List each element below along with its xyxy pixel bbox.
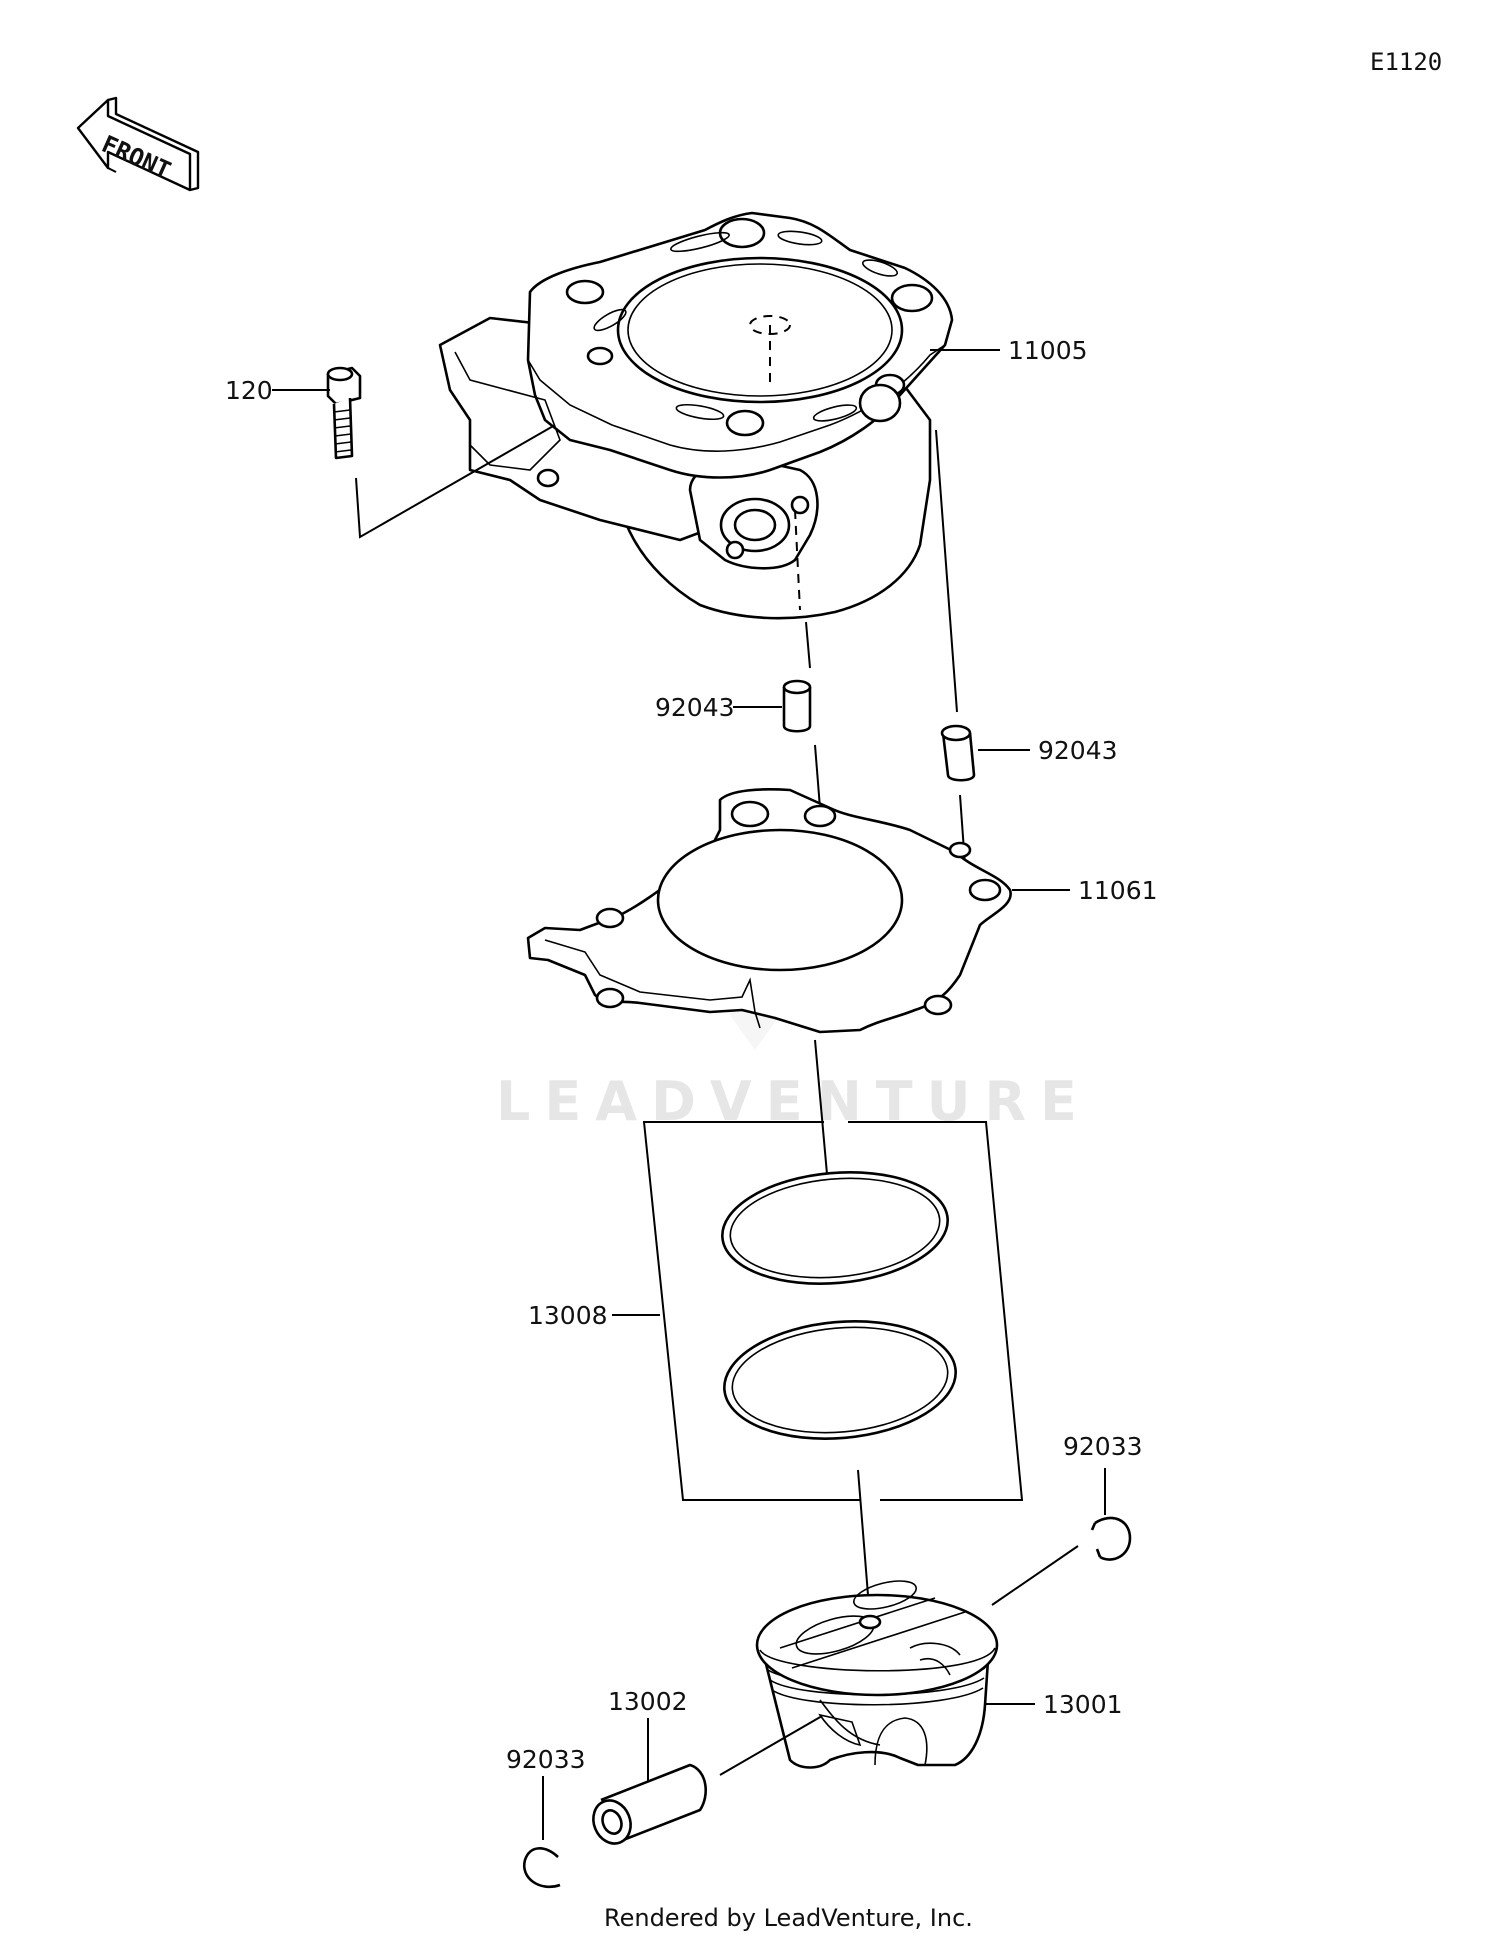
callout-11061[interactable]: 11061: [1078, 876, 1158, 905]
callout-13008[interactable]: 13008: [528, 1301, 608, 1330]
callout-13002[interactable]: 13002: [608, 1687, 688, 1716]
callout-13001[interactable]: 13001: [1043, 1690, 1123, 1719]
dowel-pin-right[interactable]: [940, 724, 976, 782]
ring-set-bracket-left: [642, 1121, 860, 1501]
watermark-text: LEADVENTURE: [496, 1070, 1091, 1133]
front-arrow-icon: FRONT: [76, 96, 200, 192]
callout-92043-right[interactable]: 92043: [1038, 736, 1118, 765]
guide-dowel-left-bottom: [814, 744, 821, 809]
dowel-pin-left[interactable]: [782, 679, 812, 733]
callout-11005[interactable]: 11005: [1008, 336, 1088, 365]
guide-bolt-to-cylinder: [355, 424, 556, 539]
circlip-right[interactable]: [1090, 1516, 1132, 1561]
circlip-left[interactable]: [522, 1847, 561, 1889]
guide-dowel-right-top: [935, 429, 958, 713]
callout-120[interactable]: 120: [225, 376, 273, 405]
ring-set-13008[interactable]: [642, 1121, 1024, 1501]
callout-92033-left[interactable]: 92033: [506, 1745, 586, 1774]
guide-pin-to-piston: [719, 1715, 823, 1776]
head-gasket-11061[interactable]: [526, 788, 1012, 1034]
guide-clip-right-to-piston: [991, 1545, 1079, 1606]
piston-13001[interactable]: [755, 1576, 999, 1769]
cylinder-11005[interactable]: [438, 211, 954, 620]
guide-dowel-left-top: [805, 621, 811, 669]
piston-pin-13002[interactable]: [587, 1763, 708, 1849]
callout-92033-right[interactable]: 92033: [1063, 1432, 1143, 1461]
bolt-120[interactable]: [326, 366, 362, 460]
ring-set-bracket-right: [848, 1121, 1024, 1501]
footer-credit: Rendered by LeadVenture, Inc.: [604, 1904, 973, 1932]
callout-92043-left[interactable]: 92043: [655, 693, 735, 722]
diagram-code: E1120: [1370, 48, 1442, 76]
